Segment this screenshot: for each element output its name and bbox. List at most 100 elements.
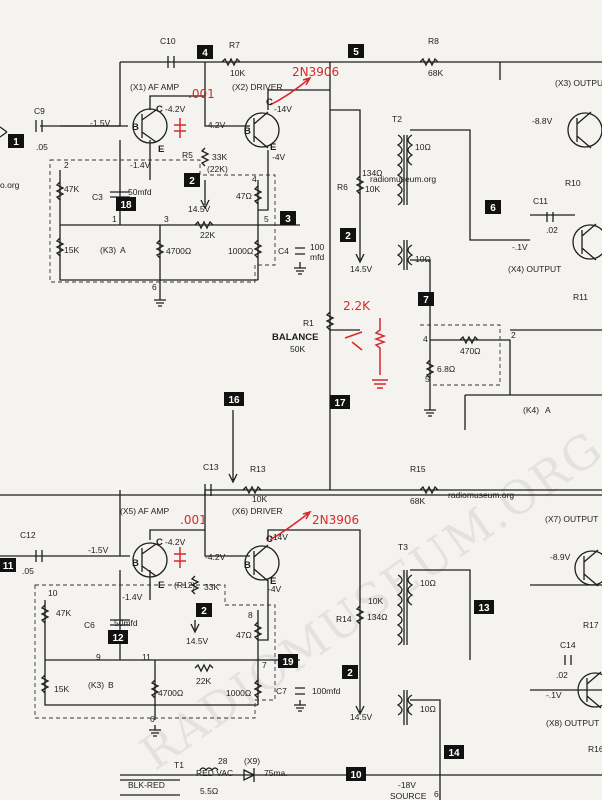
potentiometer-r1 [325,311,335,331]
transformer-t2 [396,134,414,270]
power-wires [120,779,180,796]
resistor-47ohm-b [253,621,263,641]
label-blk-red: BLK-RED [128,780,165,790]
label-c4: C4 [278,246,289,256]
label-r15: R15 [410,464,426,474]
ground-symbol [154,295,166,307]
pin-label: B [132,558,139,569]
svg-text:4: 4 [202,48,208,59]
pin-label: C [266,97,273,108]
pin-number: 6 [434,789,439,799]
label-r14-ohms: 134Ω [367,612,388,622]
label-r8: R8 [428,36,439,46]
label-1000: 1000Ω [228,246,253,256]
handwritten-capacitor-value: .001 [188,87,215,101]
capacitor-c10 [167,56,175,68]
svg-text:2: 2 [345,231,351,242]
pin-number: 8 [248,610,253,620]
label-t3-winding: 10Ω [420,704,436,714]
node-box-13: 13 [474,600,494,614]
capacitor-c13 [204,484,212,496]
voltage-label: -8.9V [550,552,571,562]
node-box-6: 6 [485,200,501,214]
site-text: radiomuseum.org [370,174,436,184]
label-r14: R14 [336,614,352,624]
label-k3: (K3) [88,680,104,690]
label-t2-winding: 10Ω [415,254,431,264]
label-c12-value: .05 [22,566,34,576]
capacitor-c4 [295,247,305,255]
label-47k-b: 47K [56,608,71,618]
resistor-r14 [355,605,365,625]
voltage-label: -4V [268,584,282,594]
handwritten-part-number: 2N3906 [292,65,339,79]
pin-number: 5 [425,374,430,384]
label-15k-b: 15K [54,684,69,694]
voltage-label: -1.5V [88,545,109,555]
label-r12: (R12) [174,580,195,590]
pin-label: E [158,144,164,155]
resistor-15k-b [40,674,50,694]
pin-number: 4 [423,334,428,344]
label-voltage-14-5: 14.5V [188,204,211,214]
label-k3-b: B [108,680,114,690]
capacitor-c7 [295,687,305,695]
node-box-2: 2 [196,603,212,617]
voltage-label: -1.4V [130,160,151,170]
label-x6: (X6) DRIVER [232,506,283,516]
voltage-label: -4.2V [205,552,226,562]
pin-label: B [132,122,139,133]
node-box-5: 5 [348,44,364,58]
voltage-label: -4.2V [165,537,186,547]
pin-number: 2 [64,160,69,170]
diode-x9 [243,768,256,782]
label-c7: C7 [276,686,287,696]
pin-number: 10 [48,588,58,598]
pin-number: 6 [150,714,155,724]
node-box-2: 2 [184,173,200,187]
label-t1-voltage: 28 [218,756,228,766]
label-r1: R1 [303,318,314,328]
svg-text:14: 14 [448,748,460,759]
resistor-4700 [155,239,165,259]
pin-label: E [158,580,164,591]
label-r5-value: 33K [212,152,227,162]
resistor-1000-b [253,679,263,699]
site-text: radiomuseum.org [448,490,514,500]
svg-text:19: 19 [282,657,294,668]
label-k4: (K4) [523,405,539,415]
svg-text:13: 13 [478,603,490,614]
node-box-17: 17 [330,395,350,409]
label-t3-winding: 10Ω [420,578,436,588]
node-box-12: 12 [108,630,128,644]
resistor-47k-b [40,604,50,624]
node-box-16: 16 [224,392,244,406]
label-47ohm: 47Ω [236,191,252,201]
voltage-label: -4.2V [165,104,186,114]
node-box-2: 2 [340,228,356,242]
voltage-label: -4.2V [205,120,226,130]
svg-text:12: 12 [112,633,124,644]
transistor-x5 [132,542,168,578]
arrow-down [200,196,210,210]
label-r13: R13 [250,464,266,474]
label-c9: C9 [34,106,45,116]
label-x5: (X5) AF AMP [120,506,169,516]
capacitor-c14 [564,655,572,665]
pin-number: 6 [152,282,157,292]
capacitor-c11 [546,212,554,222]
svg-text:5: 5 [353,47,359,58]
label-voltage-14-5: 14.5V [350,712,373,722]
label-r16: R16 [588,744,602,754]
label-x1: (X1) AF AMP [130,82,179,92]
transistor-x2 [244,111,280,149]
label-t2: T2 [392,114,402,124]
label-c4-value: 100 [310,242,324,252]
resistor-r6 [355,175,365,195]
pin-number: 3 [164,214,169,224]
label-c3: C3 [92,192,103,202]
site-text: o.org [0,180,20,190]
svg-text:3: 3 [285,214,291,225]
transformer-t3 [396,570,414,725]
resistor-r8 [419,57,439,67]
